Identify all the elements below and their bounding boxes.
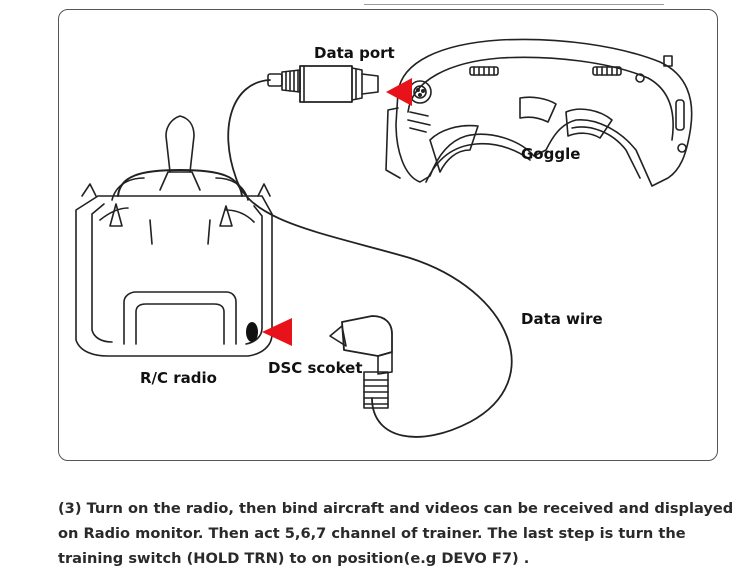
top-rule [364, 0, 664, 5]
right-switch [219, 205, 233, 227]
antenna [165, 115, 195, 173]
data-port-plug [267, 65, 379, 103]
caption-line-1: (3) Turn on the radio, then bind aircraf… [58, 500, 734, 517]
carry-handle [117, 169, 243, 197]
goggle-device [385, 38, 693, 187]
left-lens-hood [429, 124, 479, 173]
caption-line-2: on Radio monitor. Then act 5,6,7 channel… [58, 525, 686, 542]
goggle-outline [395, 38, 693, 187]
data-wire-label: Data wire [521, 310, 603, 328]
data-wire [227, 79, 513, 438]
dsc-socket-arrow [262, 318, 292, 346]
dsc-socket-label: DSC scoket [268, 359, 363, 377]
data-port-socket [408, 80, 432, 104]
rc-radio [75, 115, 273, 357]
rc-radio-label: R/C radio [140, 369, 217, 387]
data-port-arrow [386, 78, 412, 106]
left-switch [109, 203, 123, 227]
instruction-caption: (3) Turn on the radio, then bind aircraf… [58, 496, 748, 571]
diagram-frame [58, 9, 718, 461]
connection-diagram [75, 38, 693, 438]
goggle-side-button [635, 73, 645, 83]
data-port-label: Data port [314, 44, 395, 62]
goggle-label: Goggle [521, 145, 581, 163]
right-lens-hood [565, 108, 613, 139]
dsc-plug [329, 315, 393, 409]
dsc-socket-hole [246, 322, 258, 342]
radio-display [123, 291, 237, 345]
caption-line-3: training switch (HOLD TRN) to on positio… [58, 550, 530, 567]
radio-body [75, 195, 273, 357]
goggle-face-pad [407, 56, 674, 141]
